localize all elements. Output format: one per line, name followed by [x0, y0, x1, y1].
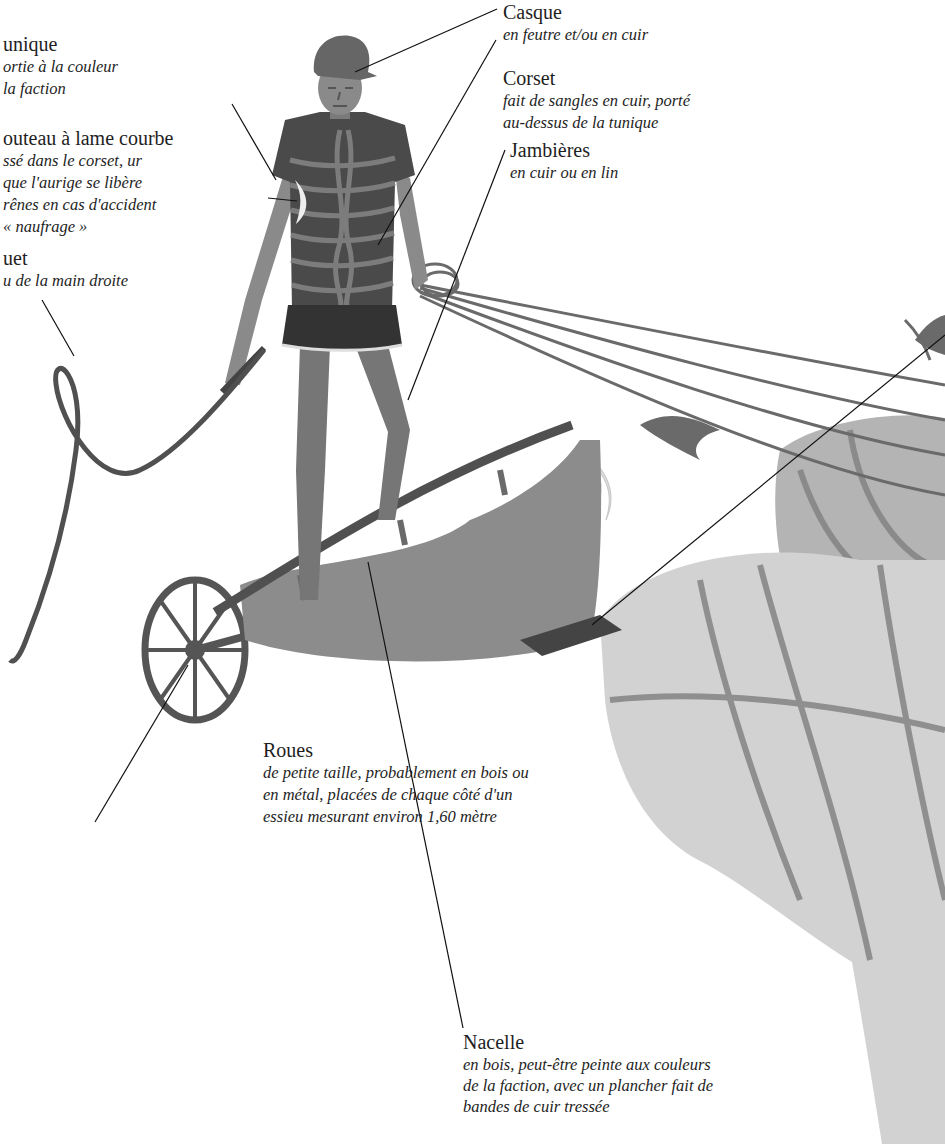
part-name: Jambières	[510, 138, 590, 162]
floor	[520, 615, 622, 656]
part-name: Casque	[503, 0, 562, 24]
part-name: Nacelle	[463, 1030, 524, 1054]
horse-mane	[905, 320, 930, 360]
part-description: ssé dans le corset, ur que l'aurige se l…	[3, 150, 165, 238]
part-description: u de la main droite	[3, 270, 128, 292]
skirt	[282, 305, 402, 350]
helmet	[314, 36, 377, 80]
part-description: ortie à la couleur la faction	[3, 56, 123, 100]
harness-strap	[880, 565, 945, 900]
part-description: en bois, peut-être peinte aux couleurs d…	[463, 1054, 715, 1117]
part-name: outeau à lame courbe	[3, 126, 173, 150]
part-description: fait de sangles en cuir, porté au-dessus…	[503, 90, 702, 134]
harness-strap	[760, 565, 870, 960]
part-name: Corset	[503, 66, 555, 90]
part-name: unique	[3, 32, 57, 56]
face-features	[328, 88, 353, 106]
corset	[290, 130, 395, 310]
leader-lines	[42, 9, 945, 1028]
rim-loop	[300, 470, 505, 600]
harness-strap	[610, 696, 945, 730]
leg	[296, 345, 330, 600]
harness-strap	[700, 580, 800, 900]
tunic	[272, 112, 415, 310]
nacelle	[240, 440, 601, 661]
knife	[295, 180, 306, 224]
whip-lash	[10, 350, 264, 661]
part-name: Roues	[263, 738, 313, 762]
part-name: uet	[3, 246, 27, 270]
horse-mane	[915, 315, 945, 355]
leg	[355, 345, 410, 520]
part-description: en feutre et/ou en cuir	[503, 24, 648, 46]
part-description: en cuir ou en lin	[510, 162, 618, 184]
part-description: de petite taille, probablement en bois o…	[263, 762, 534, 828]
skirt-hem	[282, 345, 402, 350]
